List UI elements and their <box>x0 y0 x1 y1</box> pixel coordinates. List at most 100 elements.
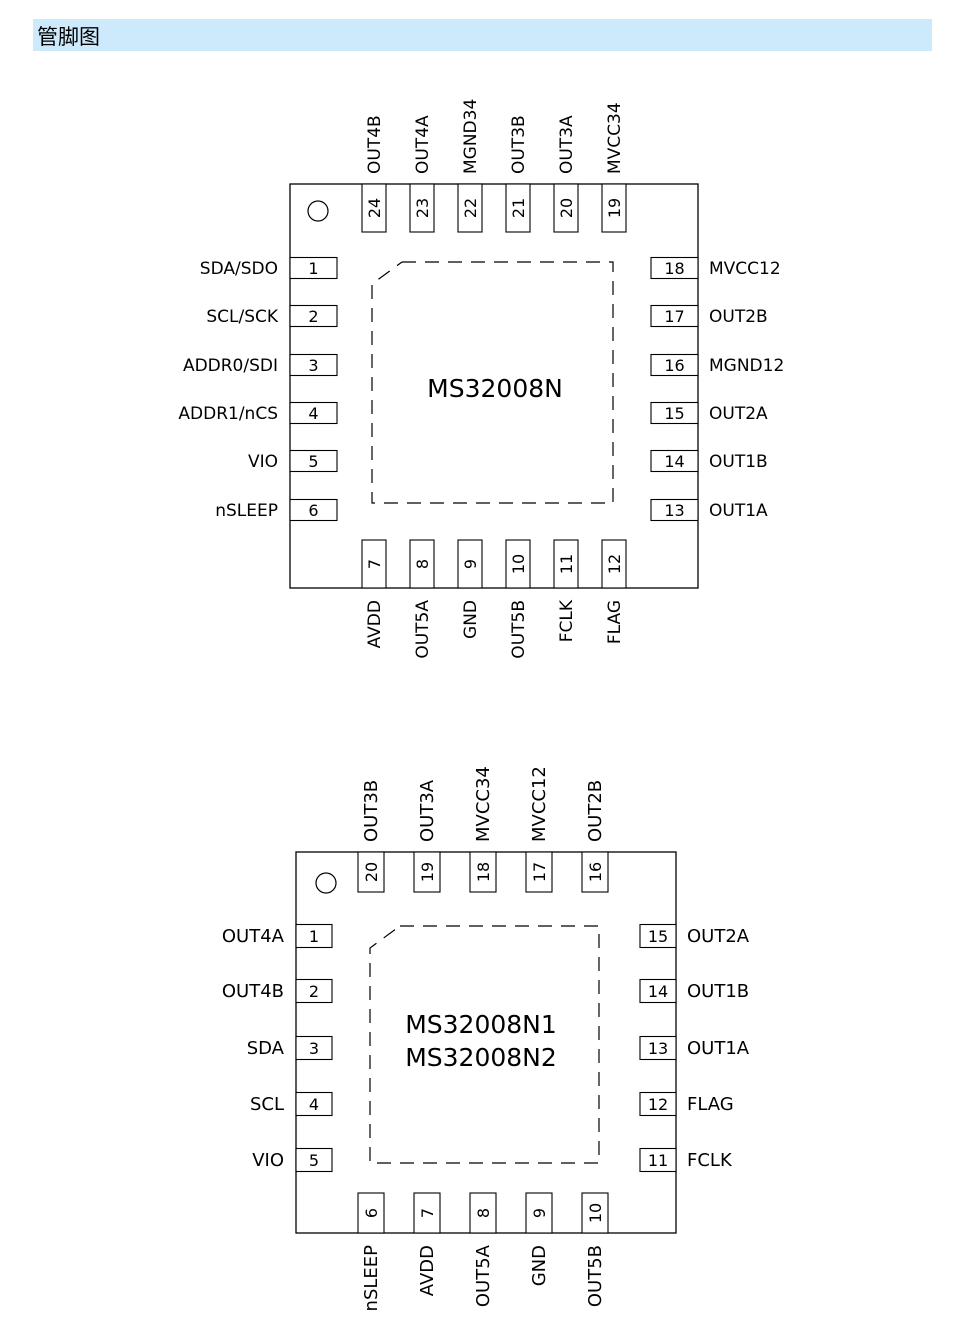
pin-pad <box>553 539 579 589</box>
pin-number: 8 <box>474 1208 493 1218</box>
pin-label: ADDR0/SDI <box>183 356 278 376</box>
pin-number: 7 <box>418 1208 437 1218</box>
pin-number: 6 <box>308 501 318 520</box>
pin1-indicator-icon <box>315 872 337 894</box>
pin-label: MGND12 <box>709 356 784 376</box>
pin-pad <box>639 1035 677 1061</box>
pin-number: 8 <box>413 559 432 569</box>
pin-pad <box>505 183 531 233</box>
pin-label: MGND34 <box>461 99 481 174</box>
pin-label: FCLK <box>557 599 577 642</box>
section-title: 管脚图 <box>37 25 100 49</box>
pin-label: OUT4B <box>222 981 284 1002</box>
pin-number: 12 <box>648 1095 668 1114</box>
pin-label: nSLEEP <box>215 501 278 521</box>
pin-label: VIO <box>248 452 278 472</box>
pin-number: 16 <box>586 862 605 882</box>
pin-pad <box>457 183 483 233</box>
pin-number: 3 <box>308 356 318 375</box>
pin-number: 20 <box>557 198 576 218</box>
pin-label: SCL <box>250 1094 284 1115</box>
pin-label: OUT4A <box>413 115 433 174</box>
part-number: MS32008N2 <box>405 1043 557 1072</box>
pin-number: 4 <box>308 404 318 423</box>
pin-label: FCLK <box>687 1150 733 1171</box>
pin-pad <box>295 923 333 949</box>
pin-pad <box>553 183 579 233</box>
package-outline <box>289 183 699 589</box>
pin-number: 5 <box>309 1151 319 1170</box>
pin-number: 17 <box>530 862 549 882</box>
pin-label: OUT3A <box>417 779 438 842</box>
pin-pad <box>361 183 387 233</box>
pin-pad <box>289 498 338 522</box>
pin-pad <box>295 1091 333 1117</box>
part-number: MS32008N1 <box>405 1010 557 1039</box>
pin-number: 24 <box>365 198 384 218</box>
pin-label: OUT3A <box>557 115 577 174</box>
pin-label: nSLEEP <box>361 1245 382 1312</box>
pin-number: 1 <box>308 259 318 278</box>
pin-number: 16 <box>664 356 684 375</box>
pin-pad <box>639 978 677 1004</box>
pin-pad <box>581 851 609 893</box>
pin-number: 4 <box>309 1095 319 1114</box>
pin-pad <box>601 539 627 589</box>
pin-number: 17 <box>664 307 684 326</box>
pin-pad <box>650 256 699 280</box>
pin-pad <box>413 1192 441 1234</box>
pin-label: OUT5B <box>585 1245 606 1307</box>
pin-pad <box>639 1147 677 1173</box>
pin-label: OUT1B <box>687 981 749 1002</box>
pin-pad <box>650 304 699 328</box>
pin-number: 1 <box>309 927 319 946</box>
pin-number: 11 <box>648 1151 668 1170</box>
pin-label: FLAG <box>687 1094 734 1115</box>
pin-label: AVDD <box>365 600 385 648</box>
pin-label: OUT1A <box>709 501 768 521</box>
pin-pad <box>469 1192 497 1234</box>
pin-label: GND <box>529 1245 550 1286</box>
pin-number: 15 <box>664 404 684 423</box>
pin-number: 11 <box>557 554 576 574</box>
pin-number: 18 <box>664 259 684 278</box>
pin-pad <box>295 978 333 1004</box>
pin-pad <box>289 353 338 377</box>
pin-pad <box>525 1192 553 1234</box>
pin-number: 13 <box>664 501 684 520</box>
pin-label: OUT2B <box>585 780 606 842</box>
pin-pad <box>639 923 677 949</box>
pin-pad <box>601 183 627 233</box>
pin-pad <box>357 851 385 893</box>
pin-number: 5 <box>308 452 318 471</box>
pin-number: 19 <box>605 198 624 218</box>
pin-label: OUT2A <box>709 404 768 424</box>
pin-number: 12 <box>605 554 624 574</box>
pin-number: 10 <box>509 554 528 574</box>
pin-pad <box>457 539 483 589</box>
pin-pad <box>295 1035 333 1061</box>
pin-number: 21 <box>509 198 528 218</box>
pin-label: SCL/SCK <box>206 307 279 327</box>
pin-label: SDA/SDO <box>200 259 278 279</box>
pin-number: 20 <box>362 862 381 882</box>
pin1-indicator-icon <box>307 200 329 222</box>
pin-label: OUT2B <box>709 307 768 327</box>
pin-pad <box>505 539 531 589</box>
pin-number: 3 <box>309 1039 319 1058</box>
pin-label: AVDD <box>417 1245 438 1296</box>
pin-pad <box>413 851 441 893</box>
part-number: MS32008N <box>427 374 563 403</box>
pin-label: MVCC12 <box>709 259 781 279</box>
pin-pad <box>650 353 699 377</box>
pin-number: 9 <box>461 559 480 569</box>
pin-number: 2 <box>308 307 318 326</box>
pin-label: OUT5A <box>413 600 433 659</box>
pin-number: 14 <box>664 452 684 471</box>
pin-number: 2 <box>309 982 319 1001</box>
pin-label: OUT4A <box>222 926 285 947</box>
pin-label: OUT4B <box>365 115 385 174</box>
pin-pad <box>581 1192 609 1234</box>
pin-pad <box>289 304 338 328</box>
pin-number: 7 <box>365 559 384 569</box>
